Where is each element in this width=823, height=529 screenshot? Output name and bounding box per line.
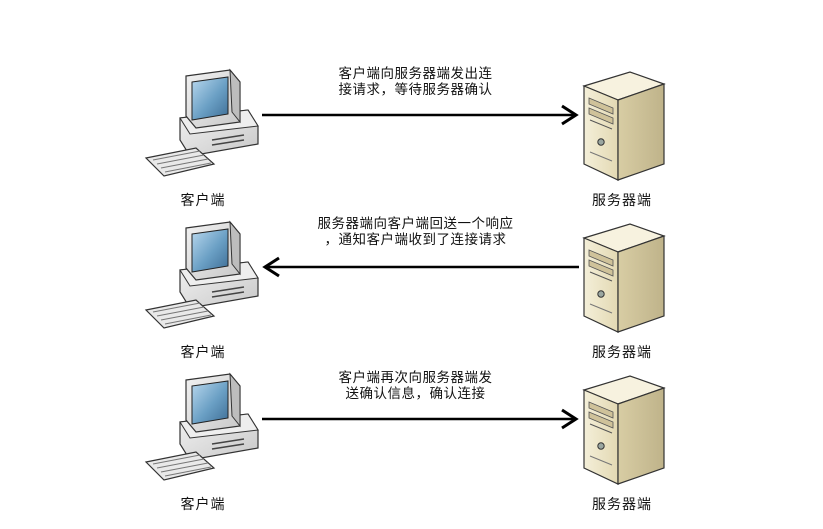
message-text: 客户端向服务器端发出连 接请求，等待服务器确认 [283,66,548,98]
step-2: 客户端 服务器端向客户端回送一个响应 ，通知客户端收到了连接请求 服务器端 [0,212,823,362]
server-tower-icon [582,223,666,333]
step-3: 客户端 客户端再次向服务器端发 送确认信息，确认连接 服务器端 [0,364,823,514]
server-label: 服务器端 [592,193,652,209]
server-tower-icon [582,71,666,181]
message-line: 服务器端向客户端回送一个响应 [317,216,514,232]
client-label: 客户端 [180,497,226,513]
server-label: 服务器端 [592,345,652,361]
server-tower-icon [582,375,666,485]
message-text: 客户端再次向服务器端发 送确认信息，确认连接 [283,370,548,402]
arrow-left-icon [262,256,579,278]
message-line: 接请求，等待服务器确认 [338,82,493,98]
client-label: 客户端 [180,193,226,209]
arrow-right-icon [262,408,579,430]
message-line: 客户端向服务器端发出连 [338,66,493,82]
client-label: 客户端 [180,345,226,361]
message-line: 送确认信息，确认连接 [345,386,486,402]
server-label: 服务器端 [592,497,652,513]
arrow-right-icon [262,104,579,126]
desktop-computer-icon [144,372,259,481]
desktop-computer-icon [144,220,259,329]
desktop-computer-icon [144,68,259,177]
message-line: 客户端再次向服务器端发 [338,370,493,386]
message-text: 服务器端向客户端回送一个响应 ，通知客户端收到了连接请求 [283,216,548,248]
message-line: ，通知客户端收到了连接请求 [324,232,507,248]
step-1: 客户端 客户端向服务器端发出连 接请求，等待服务器确认 服务器端 [0,60,823,210]
